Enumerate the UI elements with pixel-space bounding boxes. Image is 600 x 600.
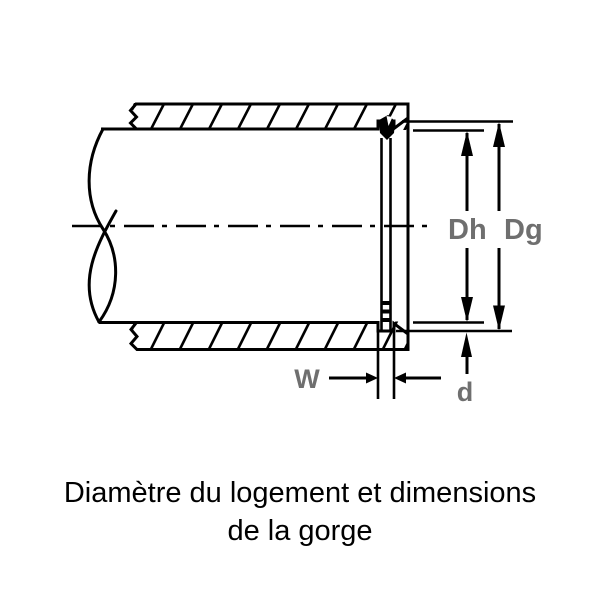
- caption-line-2: de la gorge: [227, 515, 372, 547]
- dg-arrowhead-down: [493, 305, 505, 331]
- dh-arrowhead-down: [461, 297, 473, 322]
- d-label: d: [457, 377, 474, 407]
- ring-cross-section-notch: [386, 116, 393, 126]
- dimension-dh: [461, 131, 473, 322]
- caption-line-1: Diamètre du logement et dimensions: [64, 477, 536, 509]
- dh-arrowhead-up: [461, 131, 473, 156]
- dg-label: Dg: [504, 214, 543, 246]
- dimension-d: [461, 332, 472, 374]
- shaft-break-lines: [87, 127, 118, 324]
- w-label: W: [294, 364, 320, 394]
- dg-arrowhead-up: [493, 122, 505, 147]
- w-arrowhead-left: [394, 372, 406, 384]
- figure-caption: Diamètre du logement et dimensions de la…: [64, 477, 536, 547]
- retaining-ring: [379, 115, 395, 330]
- dimension-w: [329, 372, 441, 384]
- dimension-dg: [493, 122, 505, 331]
- dh-label: Dh: [448, 214, 487, 246]
- d-arrowhead-up: [461, 332, 472, 357]
- ring-cross-section: [379, 115, 395, 140]
- hatching-bottom: [133, 321, 408, 351]
- w-arrowhead-right: [366, 372, 378, 384]
- extension-lines: [376, 120, 513, 399]
